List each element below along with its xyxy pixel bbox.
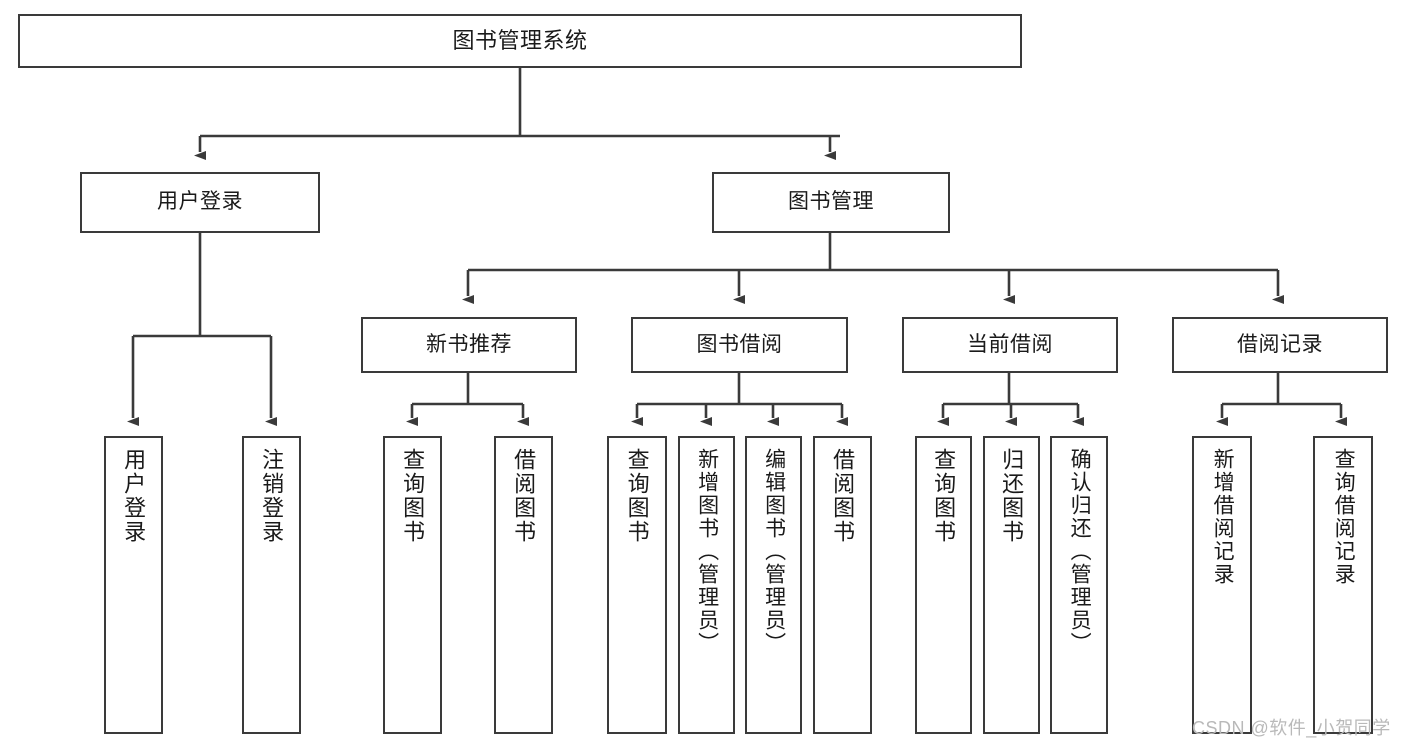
node-label: 查询图书	[400, 448, 426, 544]
node-borrow-record[interactable]: 借阅记录	[1172, 317, 1388, 373]
node-book-borrow[interactable]: 图书借阅	[631, 317, 848, 373]
node-label: 图书管理系统	[452, 28, 588, 54]
leaf-current-borrow-confirm-return-admin[interactable]: 确认归还（管理员）	[1050, 436, 1108, 734]
node-label: 确认归还（管理员）	[1068, 448, 1092, 655]
leaf-current-borrow-return-book[interactable]: 归还图书	[983, 436, 1040, 734]
leaf-borrow-record-add-record[interactable]: 新增借阅记录	[1192, 436, 1252, 734]
node-label: 用户登录	[157, 190, 243, 214]
leaf-new-book-borrow-book[interactable]: 借阅图书	[494, 436, 553, 734]
leaf-book-borrow-query-book[interactable]: 查询图书	[607, 436, 667, 734]
node-label: 图书管理	[788, 190, 874, 214]
leaf-user-login-signin[interactable]: 用户登录	[104, 436, 163, 734]
node-book-management[interactable]: 图书管理	[712, 172, 950, 233]
node-root-book-management-system[interactable]: 图书管理系统	[18, 14, 1022, 68]
node-label: 借阅图书	[511, 448, 537, 544]
leaf-book-borrow-edit-book-admin[interactable]: 编辑图书（管理员）	[745, 436, 802, 734]
node-label: 当前借阅	[967, 332, 1053, 356]
node-label: 新书推荐	[426, 332, 512, 356]
node-label: 用户登录	[121, 448, 147, 544]
node-label: 查询图书	[931, 448, 957, 544]
leaf-borrow-record-query-record[interactable]: 查询借阅记录	[1313, 436, 1373, 734]
node-current-borrow[interactable]: 当前借阅	[902, 317, 1118, 373]
node-user-login[interactable]: 用户登录	[80, 172, 320, 233]
node-label: 注销登录	[259, 448, 285, 544]
node-new-book-recommend[interactable]: 新书推荐	[361, 317, 577, 373]
node-label: 借阅记录	[1237, 332, 1323, 356]
leaf-new-book-query-book[interactable]: 查询图书	[383, 436, 442, 734]
node-label: 借阅图书	[830, 448, 856, 544]
node-label: 图书借阅	[696, 332, 783, 356]
node-label: 编辑图书（管理员）	[762, 448, 786, 655]
leaf-user-login-signout[interactable]: 注销登录	[242, 436, 301, 734]
leaf-current-borrow-query-book[interactable]: 查询图书	[915, 436, 972, 734]
node-label: 归还图书	[999, 448, 1025, 544]
csdn-watermark: CSDN @软件_小贺同学	[1192, 718, 1391, 738]
leaf-book-borrow-borrow-book[interactable]: 借阅图书	[813, 436, 872, 734]
leaf-book-borrow-add-book-admin[interactable]: 新增图书（管理员）	[678, 436, 735, 734]
node-label: 新增图书（管理员）	[695, 448, 719, 655]
node-label: 新增借阅记录	[1211, 448, 1235, 586]
node-label: 查询图书	[624, 448, 650, 544]
node-label: 查询借阅记录	[1332, 448, 1356, 586]
